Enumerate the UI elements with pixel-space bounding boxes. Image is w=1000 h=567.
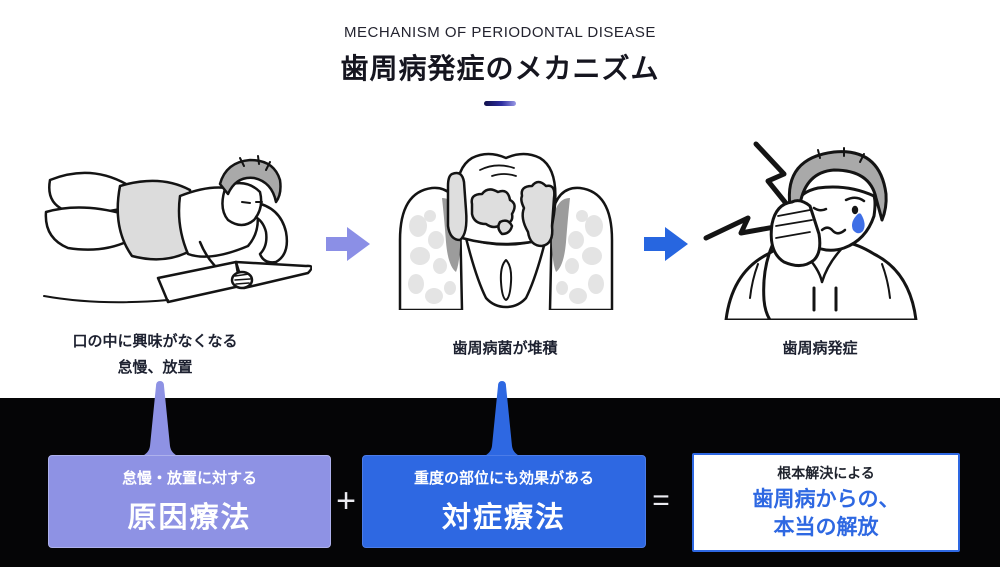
closed-eyes — [241, 201, 263, 204]
hoodie-folds — [749, 263, 891, 299]
speech-tail-cause — [142, 381, 178, 456]
drawstrings — [812, 286, 838, 312]
equals-operator: = — [652, 484, 670, 517]
bone-pebbles — [408, 210, 604, 304]
finger-lines — [234, 273, 251, 285]
symptom-therapy-box: 重度の部位にも効果がある 対症療法 — [362, 455, 646, 548]
eyebrow — [844, 196, 866, 203]
hair-spikes — [817, 147, 865, 163]
symptom-box-subtitle: 重度の部位にも効果がある — [413, 470, 594, 487]
tooth-plaque-illustration — [398, 152, 614, 310]
floor-line — [43, 295, 169, 304]
arm — [762, 244, 774, 320]
cause-box-subtitle: 怠慢・放置に対する — [121, 470, 257, 487]
face — [221, 181, 263, 227]
cause-box-title: 原因療法 — [127, 502, 252, 534]
step-caption-onset: 歯周病発症 — [700, 336, 940, 362]
finger-lines — [775, 209, 813, 239]
hair-spikes — [239, 155, 271, 171]
arrow-right-icon — [326, 227, 370, 261]
magazine-left-page — [156, 260, 242, 304]
wincing-eye — [812, 206, 828, 212]
step-caption-plaque: 歯周病菌が堆積 — [385, 336, 625, 362]
result-box-title: 歯周病からの、 本当の解放 — [753, 486, 900, 543]
speech-tail-symptom — [484, 381, 520, 456]
result-box: 根本解決による 歯周病からの、 本当の解放 — [692, 453, 960, 552]
grimace-mouth — [820, 226, 847, 235]
lightning-bolt-icon — [753, 141, 796, 215]
plaque-deposits — [446, 171, 556, 248]
crown-detail-lines — [479, 164, 517, 177]
result-box-subtitle: 根本解決による — [777, 464, 875, 481]
hair — [787, 150, 888, 222]
caption-line: 歯周病発症 — [782, 340, 858, 357]
plus-operator: + — [336, 482, 356, 520]
tear-drop-icon — [852, 213, 865, 234]
title-accent-dash — [484, 101, 516, 106]
magazine-right-page — [234, 260, 312, 290]
open-eye — [851, 205, 859, 215]
header-subtitle-en: MECHANISM OF PERIODONTAL DISEASE — [344, 24, 656, 41]
caption-line: 口の中に興味がなくなる — [72, 333, 238, 350]
step-caption-neglect: 口の中に興味がなくなる 怠慢、放置 — [35, 329, 275, 381]
cause-therapy-box: 怠慢・放置に対する 原因療法 — [48, 455, 331, 548]
toothache-person-illustration — [703, 141, 918, 320]
result-title-line2: 本当の解放 — [773, 516, 879, 539]
page-title: 歯周病発症のメカニズム — [340, 53, 660, 84]
hand-on-cheek — [769, 199, 822, 267]
caption-line: 歯周病菌が堆積 — [452, 340, 558, 357]
header: MECHANISM OF PERIODONTAL DISEASE 歯周病発症のメ… — [0, 0, 1000, 106]
shorts — [116, 179, 200, 261]
result-title-line1: 歯周病からの、 — [752, 487, 900, 511]
lazy-person-illustration — [43, 155, 312, 304]
arrow-right-icon — [644, 227, 688, 261]
lightning-bolt-icon — [703, 215, 789, 241]
caption-line: 怠慢、放置 — [117, 359, 193, 376]
speech-tails — [142, 381, 520, 456]
root-canal — [499, 259, 513, 301]
symptom-box-title: 対症療法 — [441, 502, 566, 534]
